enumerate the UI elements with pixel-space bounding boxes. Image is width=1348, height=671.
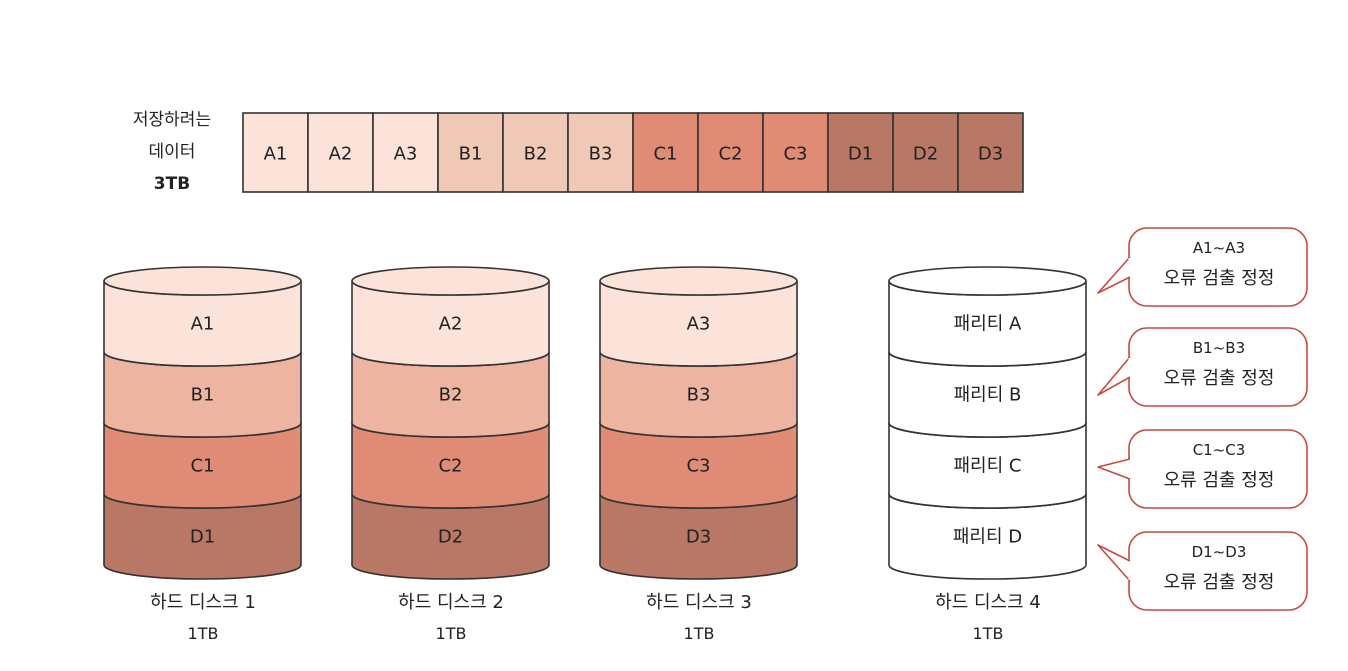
disk-layer-패리티-a: 패리티 A bbox=[888, 266, 1087, 367]
data-cell-label: A3 bbox=[394, 144, 418, 165]
data-cell-label: A2 bbox=[329, 144, 353, 165]
disk-layer-top bbox=[103, 266, 302, 296]
data-cell-label: C2 bbox=[718, 144, 742, 165]
data-cell-d1: D1 bbox=[827, 112, 894, 193]
callout-bubble-2 bbox=[1097, 327, 1308, 407]
bubble-text-d: D1~D3 오류 검출 정정 bbox=[1134, 540, 1304, 598]
data-cell-label: D3 bbox=[978, 144, 1003, 165]
disk-layer-label: A2 bbox=[439, 314, 463, 335]
callout-bubble-3 bbox=[1097, 429, 1308, 509]
data-cell-b1: B1 bbox=[437, 112, 504, 193]
data-cell-a1: A1 bbox=[242, 112, 309, 193]
data-cell-label: D1 bbox=[848, 144, 873, 165]
source-label-line-2: 데이터 bbox=[148, 142, 196, 162]
bubble-description: 오류 검출 정정 bbox=[1163, 470, 1275, 491]
disk-layer-top bbox=[599, 266, 798, 296]
callout-bubble-1 bbox=[1097, 227, 1308, 307]
data-cell-box bbox=[242, 112, 309, 193]
data-cell-box bbox=[502, 112, 569, 193]
disk-name: 하드 디스크 2 bbox=[398, 592, 504, 613]
data-cell-a2: A2 bbox=[307, 112, 374, 193]
bubble-tail bbox=[1097, 256, 1131, 294]
disk-layer-label: A3 bbox=[687, 314, 711, 335]
disk-name: 하드 디스크 4 bbox=[935, 592, 1041, 613]
data-cell-box bbox=[632, 112, 699, 193]
disk-layer-label: B3 bbox=[687, 385, 711, 406]
bubble-range: C1~C3 bbox=[1192, 441, 1246, 459]
disk-layer-label: D3 bbox=[686, 527, 711, 548]
disk-size: 1TB bbox=[683, 624, 715, 643]
data-cell-label: B2 bbox=[524, 144, 548, 165]
data-cell-b3: B3 bbox=[567, 112, 634, 193]
hard-disk-2: D2 C2 B2 A2 bbox=[351, 266, 550, 580]
disk-layer-a1: A1 bbox=[103, 266, 302, 367]
data-cell-box bbox=[307, 112, 374, 193]
data-cell-b2: B2 bbox=[502, 112, 569, 193]
bubble-tail bbox=[1097, 458, 1131, 480]
disk-layer-top bbox=[888, 266, 1087, 296]
disk-size: 1TB bbox=[435, 624, 467, 643]
data-cell-c3: C3 bbox=[762, 112, 829, 193]
disk-layer-top bbox=[351, 266, 550, 296]
disk-layer-label: C2 bbox=[438, 456, 462, 477]
bubble-description: 오류 검출 정정 bbox=[1163, 368, 1275, 389]
source-label-line-1: 저장하려는 bbox=[132, 110, 212, 130]
disk-layer-a2: A2 bbox=[351, 266, 550, 367]
data-cell-label: B3 bbox=[589, 144, 613, 165]
disk-layer-a3: A3 bbox=[599, 266, 798, 367]
data-cell-box bbox=[762, 112, 829, 193]
disk-name: 하드 디스크 1 bbox=[150, 592, 256, 613]
data-cell-d2: D2 bbox=[892, 112, 959, 193]
disk-layer-label: C1 bbox=[190, 456, 214, 477]
bubble-tail bbox=[1097, 544, 1131, 582]
data-cell-label: D2 bbox=[913, 144, 938, 165]
data-cell-d3: D3 bbox=[957, 112, 1024, 193]
bubble-text-c: C1~C3 오류 검출 정정 bbox=[1134, 438, 1304, 496]
disk-layer-label: B1 bbox=[191, 385, 215, 406]
data-cell-label: B1 bbox=[459, 144, 483, 165]
hard-disk-1: D1 C1 B1 A1 bbox=[103, 266, 302, 580]
disk-layer-label: 패리티 D bbox=[953, 527, 1022, 548]
callout-bubble-4 bbox=[1097, 531, 1308, 611]
bubble-range: B1~B3 bbox=[1192, 339, 1246, 357]
disk-size: 1TB bbox=[187, 624, 219, 643]
data-cell-c2: C2 bbox=[697, 112, 764, 193]
bubble-description: 오류 검출 정정 bbox=[1163, 268, 1275, 289]
disk-size: 1TB bbox=[972, 624, 1004, 643]
data-cell-box bbox=[957, 112, 1024, 193]
bubble-range: A1~A3 bbox=[1192, 239, 1246, 257]
disk-layer-label: C3 bbox=[686, 456, 710, 477]
bubble-description: 오류 검출 정정 bbox=[1163, 572, 1275, 593]
disk-layer-label: D2 bbox=[438, 527, 463, 548]
bubble-text-b: B1~B3 오류 검출 정정 bbox=[1134, 336, 1304, 394]
data-cell-label: C3 bbox=[783, 144, 807, 165]
data-cell-box bbox=[372, 112, 439, 193]
data-cell-box bbox=[697, 112, 764, 193]
disk-name: 하드 디스크 3 bbox=[646, 592, 752, 613]
data-cell-label: A1 bbox=[264, 144, 288, 165]
disk-layer-label: A1 bbox=[191, 314, 215, 335]
source-data-label: 저장하려는 데이터 3TB bbox=[100, 104, 244, 200]
source-label-line-3: 3TB bbox=[153, 174, 191, 194]
source-data-strip: A1 A2 A3 B1 B2 B3 C1 C2 C3 D1 D2 D3 bbox=[242, 112, 1024, 193]
disk-layer-label: 패리티 B bbox=[954, 385, 1022, 406]
bubble-tail bbox=[1097, 356, 1131, 396]
disk-layer-label: 패리티 A bbox=[954, 314, 1022, 335]
bubble-text-a: A1~A3 오류 검출 정정 bbox=[1134, 236, 1304, 294]
data-cell-a3: A3 bbox=[372, 112, 439, 193]
data-cell-box bbox=[892, 112, 959, 193]
hard-disk-3: D3 C3 B3 A3 bbox=[599, 266, 798, 580]
disk-layer-label: 패리티 C bbox=[954, 456, 1022, 477]
disk-layer-label: D1 bbox=[190, 527, 215, 548]
bubble-range: D1~D3 bbox=[1191, 543, 1247, 561]
disk-layer-label: B2 bbox=[439, 385, 463, 406]
data-cell-label: C1 bbox=[653, 144, 677, 165]
data-cell-c1: C1 bbox=[632, 112, 699, 193]
hard-disk-4: 패리티 D 패리티 C 패리티 B 패리티 A bbox=[888, 266, 1087, 580]
